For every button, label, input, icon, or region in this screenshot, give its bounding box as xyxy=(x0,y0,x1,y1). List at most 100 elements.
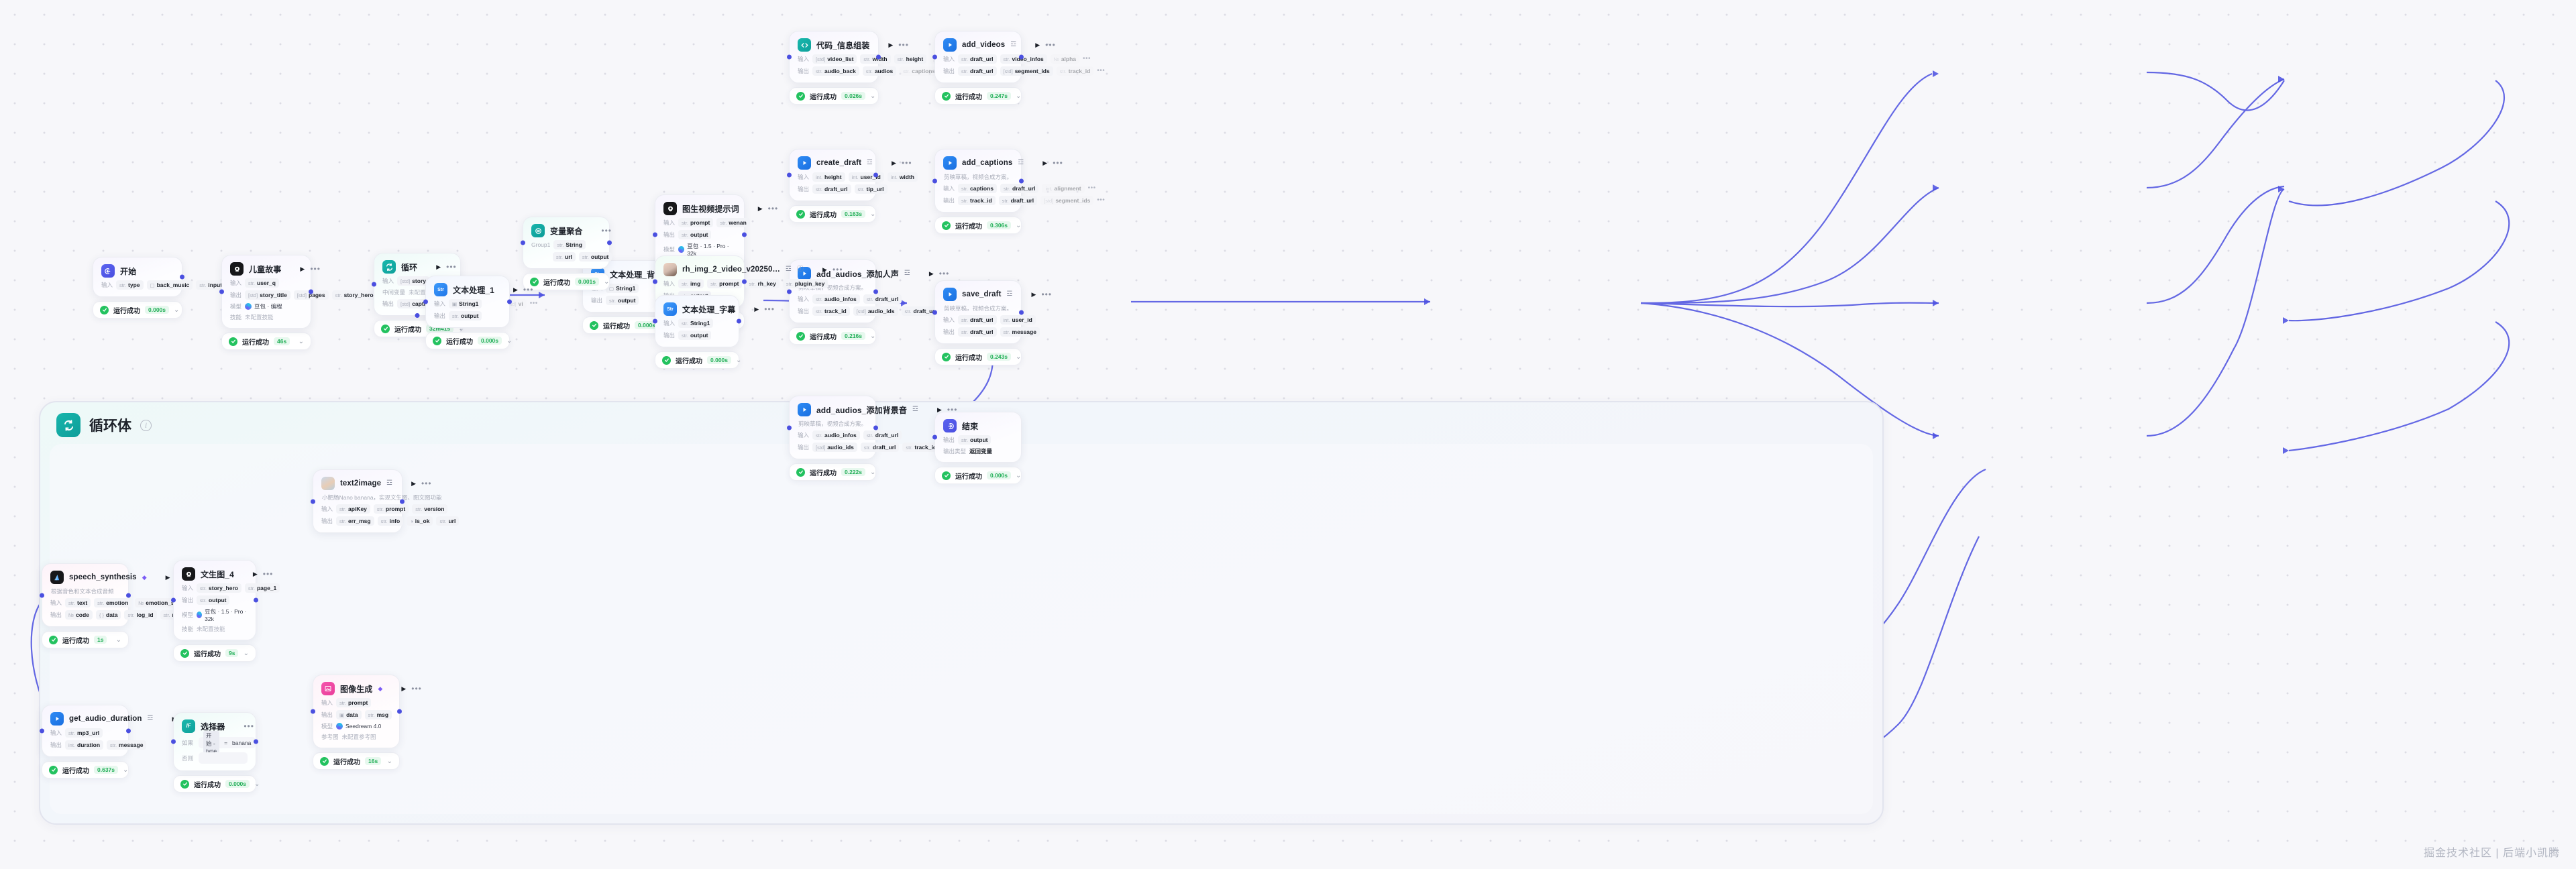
run-node-button[interactable]: ▶ xyxy=(822,266,827,273)
port-chip-output[interactable]: str.output xyxy=(197,595,230,605)
port-chip-tip_url[interactable]: str.tip_url xyxy=(854,184,888,194)
port-chip-audio_infos[interactable]: str.audio_infos xyxy=(812,294,860,304)
node-card-text2image[interactable]: text2image☲▶•••小肥肠Nano banana，实现文生图、图文图功… xyxy=(311,469,460,533)
port-chip-segment_ids[interactable]: [std]segment_ids xyxy=(1000,66,1053,76)
port-chip-prompt[interactable]: str.prompt xyxy=(678,218,714,227)
port-chip-prompt[interactable]: str.prompt xyxy=(707,279,743,288)
port-chip-width[interactable]: str.width xyxy=(860,54,891,64)
port-chip-prompt[interactable]: str.prompt xyxy=(336,698,372,707)
input-port[interactable] xyxy=(40,593,44,597)
port-chip-String[interactable]: str.String xyxy=(553,240,586,249)
port-chip-audio_ids[interactable]: [std]audio_ids xyxy=(812,443,857,452)
run-node-button[interactable]: ▶ xyxy=(754,305,759,312)
port-chip-String1[interactable]: ▣String1 xyxy=(449,299,482,308)
output-port[interactable] xyxy=(180,274,184,280)
run-node-button[interactable]: ▶ xyxy=(411,479,416,487)
port-chip-audios[interactable]: str.audios xyxy=(862,66,897,76)
port-chip-track_id[interactable]: str.track_id xyxy=(958,196,996,205)
input-port[interactable] xyxy=(372,282,376,287)
port-chip-video_infos[interactable]: str.video_infos xyxy=(1000,54,1047,64)
input-port[interactable] xyxy=(311,499,315,504)
output-port[interactable] xyxy=(1019,178,1024,183)
node-menu-button[interactable]: ••• xyxy=(898,40,909,50)
input-port[interactable] xyxy=(932,310,937,314)
port-chip-wenan[interactable]: str.wenan xyxy=(716,218,750,227)
input-port[interactable] xyxy=(311,709,315,714)
node-menu-button[interactable]: ••• xyxy=(767,204,779,213)
chevron-down-icon[interactable]: ⌄ xyxy=(386,757,392,765)
port-chip-draft_url[interactable]: str.draft_url xyxy=(863,430,902,440)
port-chip-back_music[interactable]: ▢back_music xyxy=(146,280,193,290)
run-node-button[interactable]: ▶ xyxy=(928,270,934,277)
condition-else-box[interactable] xyxy=(199,752,248,764)
port-chip-String1[interactable]: ▢String1 xyxy=(606,284,639,293)
port-chip-audio_back[interactable]: str.audio_back xyxy=(812,66,859,76)
node-card-get-audio-duration[interactable]: get_audio_duration☲▶•••输入str.mp3_url输出in… xyxy=(40,705,192,757)
input-port[interactable] xyxy=(423,299,428,304)
chevron-down-icon[interactable]: ⌄ xyxy=(870,210,876,218)
port-chip-captions[interactable]: str.captions xyxy=(900,66,939,76)
port-chip-user_id[interactable]: int.user_id xyxy=(848,172,884,182)
port-chip-output[interactable]: str.output xyxy=(678,230,712,239)
port-chip-version[interactable]: str.version xyxy=(412,504,448,514)
input-port[interactable] xyxy=(40,728,44,734)
port-chip-emotion[interactable]: str.emotion xyxy=(94,598,132,607)
run-node-button[interactable]: ▶ xyxy=(1035,41,1040,48)
output-port[interactable] xyxy=(876,54,881,60)
node-menu-button[interactable]: ••• xyxy=(310,264,321,274)
input-port[interactable] xyxy=(787,425,792,430)
port-chip-mp3_url[interactable]: str.mp3_url xyxy=(65,728,103,738)
port-chip-info[interactable]: str.info xyxy=(377,516,404,526)
port-chip-url[interactable]: str.url xyxy=(553,252,576,262)
run-node-button[interactable]: ▶ xyxy=(1042,159,1048,166)
output-port[interactable] xyxy=(1019,54,1024,60)
run-node-button[interactable]: ▶ xyxy=(757,205,763,212)
output-port[interactable] xyxy=(742,232,747,237)
node-menu-button[interactable]: ••• xyxy=(764,304,775,314)
port-chip-img[interactable]: str.img xyxy=(678,279,704,288)
node-menu-button[interactable]: ••• xyxy=(446,262,457,272)
port-chip-data[interactable]: ▣data xyxy=(336,710,362,719)
chevron-down-icon[interactable]: ⌄ xyxy=(604,278,610,286)
port-chip-output[interactable]: str.output xyxy=(958,435,991,445)
port-chip-width[interactable]: int.width xyxy=(887,172,918,182)
port-chip-pages[interactable]: [std]pages xyxy=(293,290,329,300)
info-icon[interactable]: ⓘ xyxy=(797,266,804,273)
output-port[interactable] xyxy=(309,289,313,294)
port-chip-captions[interactable]: str.captions xyxy=(958,184,997,193)
chevron-down-icon[interactable]: ⌄ xyxy=(123,766,129,774)
chevron-down-icon[interactable]: ⌄ xyxy=(458,325,464,333)
more-ports-button[interactable]: ••• xyxy=(529,300,538,307)
port-chip-output[interactable]: str.output xyxy=(606,296,639,305)
port-chip-audio_infos[interactable]: str.audio_infos xyxy=(812,430,860,440)
node-menu-button[interactable]: ••• xyxy=(601,226,612,235)
port-chip-draft_url[interactable]: str.draft_url xyxy=(958,54,997,64)
port-chip-String1[interactable]: str.String1 xyxy=(678,318,714,328)
port-chip-user_q[interactable]: str.user_q xyxy=(245,278,279,288)
port-chip-duration[interactable]: int.duration xyxy=(65,740,104,750)
run-node-button[interactable]: ▶ xyxy=(513,286,518,293)
run-node-button[interactable]: ▶ xyxy=(165,573,170,581)
port-chip-is_ok[interactable]: ◑is_ok xyxy=(407,516,433,526)
input-port[interactable] xyxy=(932,54,937,60)
